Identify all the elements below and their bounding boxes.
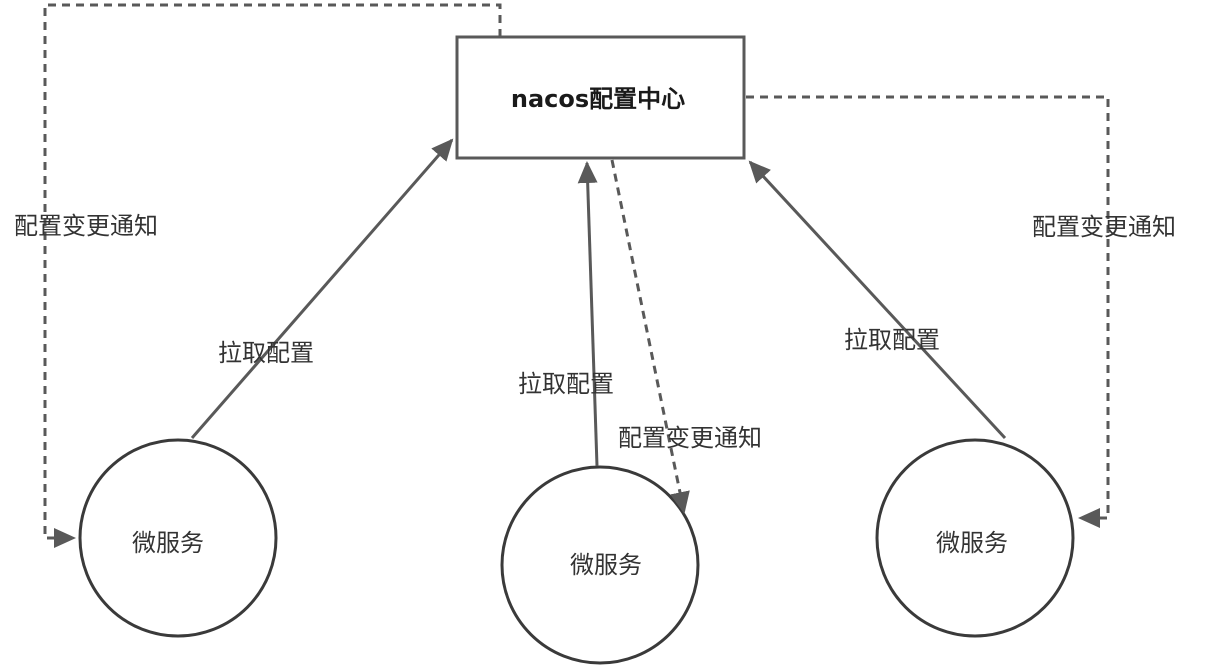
service-label-left: 微服务 xyxy=(132,529,204,557)
pull-arrow-right xyxy=(748,160,1007,440)
notify-label-left: 配置变更通知 xyxy=(14,212,158,240)
pull-arrow-left xyxy=(190,138,454,439)
notify-connector-middle xyxy=(610,159,690,514)
service-node-middle xyxy=(500,465,700,665)
service-node-left xyxy=(78,438,278,638)
pull-label-left: 拉取配置 xyxy=(218,339,314,367)
notify-label-right: 配置变更通知 xyxy=(1032,213,1176,241)
config-center-title: nacos配置中心 xyxy=(510,85,686,113)
notify-label-middle: 配置变更通知 xyxy=(618,424,762,452)
pull-label-middle: 拉取配置 xyxy=(518,370,614,398)
service-label-right: 微服务 xyxy=(936,529,1008,557)
pull-arrow-middle xyxy=(577,161,599,467)
nacos-config-center-box xyxy=(455,35,746,160)
pull-label-right: 拉取配置 xyxy=(844,326,940,354)
service-node-right xyxy=(875,438,1075,638)
service-label-middle: 微服务 xyxy=(570,551,642,579)
notify-connector-left xyxy=(43,3,502,548)
